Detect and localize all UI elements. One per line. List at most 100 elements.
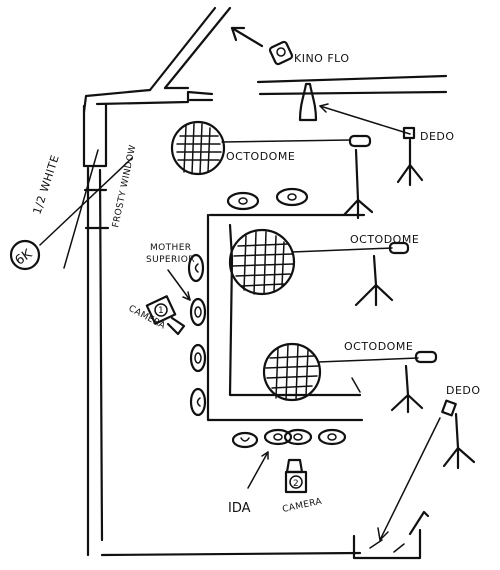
octodome-3-head	[414, 350, 438, 364]
left-wall-inner	[98, 168, 104, 542]
octodome-1-head	[348, 134, 372, 148]
seat-bottom-1-mark	[240, 437, 250, 442]
dedo-top-beam	[319, 105, 411, 135]
ida-pointer-head	[261, 451, 269, 460]
camera-2-body-icon	[284, 470, 308, 494]
seat-top-2	[275, 187, 309, 207]
dedo-bottom-stand-icon	[442, 412, 476, 470]
window-light-beam	[39, 157, 133, 246]
seat-bottom-4-mark	[327, 433, 337, 441]
frosty-window-label: FROSTY WINDOW	[111, 144, 138, 229]
bottom-right-box	[352, 528, 422, 560]
dedo-bottom-label: DEDO	[446, 384, 481, 397]
seat-top-2-mark	[287, 193, 297, 201]
table-inner-edge	[208, 213, 366, 397]
upper-diagonal-wall-line-1	[148, 6, 217, 92]
upper-wall-corner	[82, 86, 190, 114]
kino-arrow-line	[230, 26, 264, 48]
left-seat-column	[187, 253, 207, 417]
camera-1-group: 1 CAMERA	[127, 295, 186, 336]
octodome-2-label: OCTODOME	[350, 233, 419, 246]
octodome-2-group: OCTODOME	[228, 228, 419, 307]
camera-2-label: CAMERA	[282, 497, 324, 515]
dedo-bottom-arrow-head	[377, 527, 389, 541]
seat-bottom-2-ida	[263, 428, 293, 446]
octodome-3-extra-stroke	[351, 377, 361, 393]
top-seat-row	[226, 187, 309, 211]
seat-bottom-4	[317, 428, 347, 446]
hanging-light-icon	[298, 82, 318, 122]
mother-superior-label-line1: MOTHER	[150, 243, 191, 253]
octodome-3-arm	[317, 357, 419, 363]
octodome-1-group: OCTODOME	[170, 120, 374, 220]
bottom-right-box-marks	[369, 539, 405, 553]
dedo-bottom-group: DEDO	[352, 384, 481, 560]
camera-1-lens-icon	[154, 303, 168, 317]
octodome-3-stand-icon	[390, 364, 424, 414]
kino-flo-group: KINO FLO	[230, 26, 350, 66]
octodome-2-head	[388, 241, 410, 255]
seat-left-2-mark	[194, 306, 202, 318]
dedo-top-head-icon	[402, 126, 416, 140]
ida-pointer	[247, 451, 269, 489]
octodome-3-grid	[265, 343, 319, 401]
upper-diagonal-wall-line-2	[163, 6, 232, 90]
camera-1-number: 1	[158, 306, 164, 316]
floor-wall-bottom	[100, 551, 362, 557]
camera-2-group: 2 CAMERA	[282, 458, 324, 515]
bottom-seat-row	[231, 428, 347, 449]
kino-flo-fixture-icon	[268, 40, 294, 66]
octodome-3-label: OCTODOME	[344, 340, 413, 353]
octodome-1-arm	[221, 139, 351, 143]
seat-bottom-2-mark	[273, 433, 283, 441]
mother-superior-pointer	[167, 269, 191, 301]
mother-superior-pointer-head	[182, 291, 191, 301]
six-k-light-circle	[9, 239, 41, 271]
ida-label: IDA	[228, 501, 251, 516]
seat-left-3-mark	[194, 352, 202, 364]
seat-left-1	[187, 253, 205, 283]
mother-superior-group: MOTHER SUPERIOR	[146, 243, 195, 301]
octodome-2-grid	[232, 231, 294, 295]
kino-flo-fixture-lens	[276, 47, 286, 57]
octodome-3-circle	[262, 342, 322, 402]
frosty-window-box	[82, 102, 108, 168]
seat-left-1-mark	[194, 263, 199, 273]
wall-top-return	[95, 90, 214, 106]
mother-superior-label-line2: SUPERIOR	[146, 255, 195, 265]
octodome-1-circle	[170, 120, 226, 176]
camera-2-number: 2	[293, 479, 299, 489]
seat-left-3	[189, 343, 207, 373]
octodome-2-stand-icon	[354, 254, 394, 307]
seat-left-4-mark	[196, 397, 201, 407]
table-outer-edge	[206, 213, 364, 422]
seat-left-4	[189, 387, 207, 417]
octodome-3-group: OCTODOME	[262, 340, 438, 414]
half-white-label: 1/2 WHITE	[30, 153, 61, 216]
ida-group: IDA	[228, 451, 269, 516]
window-light-group: 6K 1/2 WHITE FROSTY WINDOW	[9, 144, 138, 271]
half-white-diffusion-line	[63, 149, 99, 269]
octodome-1-stand-icon	[342, 148, 374, 220]
dedo-top-arrow-head	[319, 103, 329, 113]
seat-bottom-3-mark	[293, 433, 303, 441]
kino-arrow-head	[230, 26, 246, 42]
overhead-bar-group: DEDO	[256, 74, 455, 187]
camera-2-front-icon	[285, 458, 304, 474]
overhead-bar	[256, 74, 448, 96]
dedo-top-label: DEDO	[420, 130, 455, 143]
octodome-1-label: OCTODOME	[226, 150, 295, 163]
octodome-2-arm	[291, 247, 393, 253]
seat-top-1-mark	[238, 197, 248, 205]
camera-2-lens-icon	[289, 475, 303, 489]
dedo-top-stand-icon	[396, 138, 424, 187]
table-group	[206, 213, 366, 422]
kino-flo-label: KINO FLO	[294, 52, 350, 65]
bottom-right-lamp-icon	[408, 510, 430, 536]
camera-1-body-icon	[145, 295, 177, 325]
seat-left-2-mother-superior	[189, 297, 207, 327]
set-walls	[82, 6, 362, 557]
dedo-bottom-head-icon	[441, 399, 457, 417]
